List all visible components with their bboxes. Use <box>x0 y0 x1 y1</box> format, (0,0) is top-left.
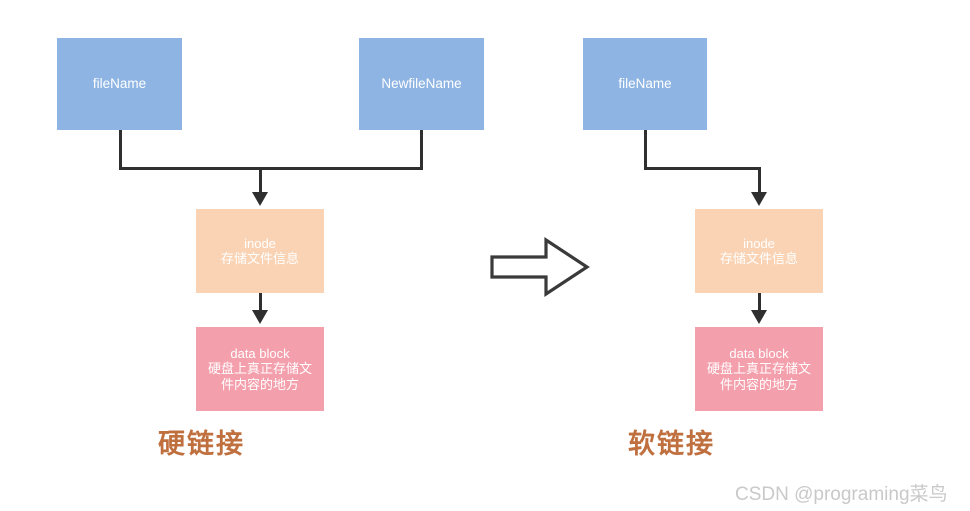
left-inode-title: inode <box>244 235 276 251</box>
left-file-name-box: fileName <box>57 38 182 130</box>
left-connector-vline-filename <box>119 130 122 170</box>
left-arrowhead-to-datablock <box>252 310 268 324</box>
right-file-name-box: fileName <box>583 38 707 130</box>
right-file-name-label: fileName <box>618 76 672 92</box>
left-connector-vline-newfilename <box>420 130 423 170</box>
left-data-block-desc-line2: 件内容的地方 <box>220 376 299 392</box>
left-file-name-label: fileName <box>92 76 147 92</box>
left-connector-vline-to-datablock <box>259 293 262 313</box>
left-new-file-name-box: NewfileName <box>359 38 484 130</box>
watermark: CSDN @programing菜鸟 <box>735 484 948 505</box>
left-connector-hline-join <box>119 167 423 170</box>
right-connector-vline-to-datablock <box>758 293 761 313</box>
right-connector-hline-join <box>644 167 761 170</box>
left-caption-hard-link: 硬链接 <box>158 429 245 459</box>
left-data-block-desc-line1: 硬盘上真正存储文 <box>207 361 312 377</box>
right-caption-soft-link: 软链接 <box>628 429 715 459</box>
left-inode-subtitle: 存储文件信息 <box>220 251 299 266</box>
right-connector-vline-filename <box>644 130 647 170</box>
right-inode-box: inode 存储文件信息 <box>695 209 823 293</box>
right-inode-subtitle: 存储文件信息 <box>719 251 798 266</box>
left-data-block-title: data block <box>230 346 290 361</box>
right-arrowhead-to-datablock <box>751 310 767 324</box>
right-data-block-desc-line1: 硬盘上真正存储文 <box>706 361 811 377</box>
right-arrow-outline-icon <box>490 236 590 303</box>
right-data-block-title: data block <box>729 346 789 361</box>
left-connector-vline-to-inode <box>259 167 262 195</box>
left-new-file-name-label: NewfileName <box>381 76 462 92</box>
right-data-block-desc-line2: 件内容的地方 <box>719 376 798 392</box>
right-arrowhead-to-inode <box>751 192 767 206</box>
right-data-block-box: data block 硬盘上真正存储文 件内容的地方 <box>695 327 823 411</box>
right-inode-title: inode <box>743 235 775 251</box>
left-arrowhead-to-inode <box>252 192 268 206</box>
right-connector-vline-to-inode <box>758 167 761 195</box>
left-data-block-box: data block 硬盘上真正存储文 件内容的地方 <box>196 327 324 411</box>
left-inode-box: inode 存储文件信息 <box>196 209 324 293</box>
